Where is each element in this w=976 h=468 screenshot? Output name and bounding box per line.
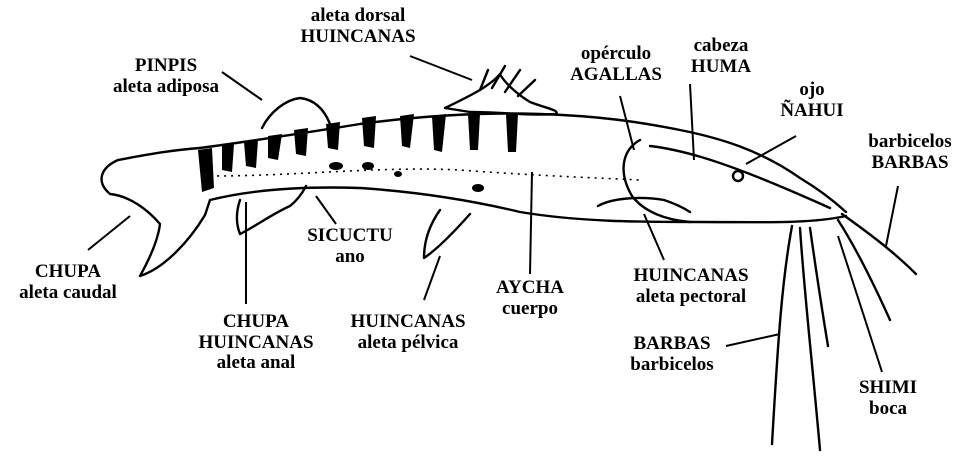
label-anal-line2: HUINCANAS [186, 333, 326, 354]
label-head-line2: HUMA [676, 57, 766, 78]
label-body-line1: AYCHA [480, 278, 580, 299]
label-head-line1: cabeza [676, 36, 766, 57]
barbel-long-2 [800, 228, 820, 450]
dorsal-fin [445, 74, 557, 115]
pectoral-fin [598, 198, 690, 212]
label-anal-line1: CHUPA [186, 312, 326, 333]
label-pelvic-fin: HUINCANAS aleta pélvica [340, 312, 476, 353]
label-anus: SICUCTU ano [290, 226, 410, 267]
label-pectoral-fin: HUINCANAS aleta pectoral [616, 266, 766, 307]
label-adipose-fin: PINPIS aleta adiposa [96, 56, 236, 97]
label-barbels-bottom: BARBAS barbicelos [612, 334, 732, 375]
pelvic-fin [424, 210, 470, 258]
leader-barbels-bottom [726, 334, 780, 346]
label-body-line2: cuerpo [480, 299, 580, 320]
label-adipose-line1: PINPIS [96, 56, 236, 77]
label-caudal-line1: CHUPA [2, 262, 134, 283]
label-body: AYCHA cuerpo [480, 278, 580, 319]
label-barbels-top: barbicelos BARBAS [848, 132, 972, 173]
leader-body [530, 172, 532, 274]
label-pelvic-line1: HUINCANAS [340, 312, 476, 333]
caudal-fin [102, 148, 210, 276]
label-opercle-line1: opérculo [556, 44, 676, 65]
label-eye-line1: ojo [772, 80, 852, 101]
label-mouth-line2: boca [850, 399, 926, 420]
barbel-mid [838, 220, 890, 320]
label-barbels-bottom-line2: barbicelos [612, 355, 732, 376]
label-dorsal-fin: aleta dorsal HUINCANAS [288, 6, 428, 47]
label-barbels-top-line1: barbicelos [848, 132, 972, 153]
label-pelvic-line2: aleta pélvica [340, 333, 476, 354]
label-eye-line2: ÑAHUI [772, 101, 852, 122]
leader-pelvic [424, 256, 440, 300]
leader-dorsal [410, 56, 472, 80]
label-caudal-line2: aleta caudal [2, 283, 134, 304]
label-adipose-line2: aleta adiposa [96, 77, 236, 98]
label-dorsal-line2: HUINCANAS [288, 27, 428, 48]
label-pectoral-line1: HUINCANAS [616, 266, 766, 287]
label-mouth: SHIMI boca [850, 378, 926, 419]
label-caudal-fin: CHUPA aleta caudal [2, 262, 134, 303]
label-barbels-bottom-line1: BARBAS [612, 334, 732, 355]
label-anal-line3: aleta anal [186, 353, 326, 374]
barbel-long-3 [810, 228, 828, 346]
leader-barbels-top [886, 186, 898, 246]
body-outline-bottom [210, 188, 846, 223]
label-dorsal-line1: aleta dorsal [288, 6, 428, 27]
label-head: cabeza HUMA [676, 36, 766, 77]
label-mouth-line1: SHIMI [850, 378, 926, 399]
label-pectoral-line2: aleta pectoral [616, 287, 766, 308]
label-opercle-line2: AGALLAS [556, 65, 676, 86]
leader-anus [316, 196, 336, 224]
label-anus-line2: ano [290, 247, 410, 268]
label-barbels-top-line2: BARBAS [848, 153, 972, 174]
adipose-fin [262, 98, 330, 128]
leader-caudal [88, 216, 130, 250]
eye [733, 171, 743, 181]
label-eye: ojo ÑAHUI [772, 80, 852, 121]
label-operculum: opérculo AGALLAS [556, 44, 676, 85]
leader-head [690, 84, 694, 160]
label-anal-fin: CHUPA HUINCANAS aleta anal [186, 312, 326, 374]
label-anus-line1: SICUCTU [290, 226, 410, 247]
